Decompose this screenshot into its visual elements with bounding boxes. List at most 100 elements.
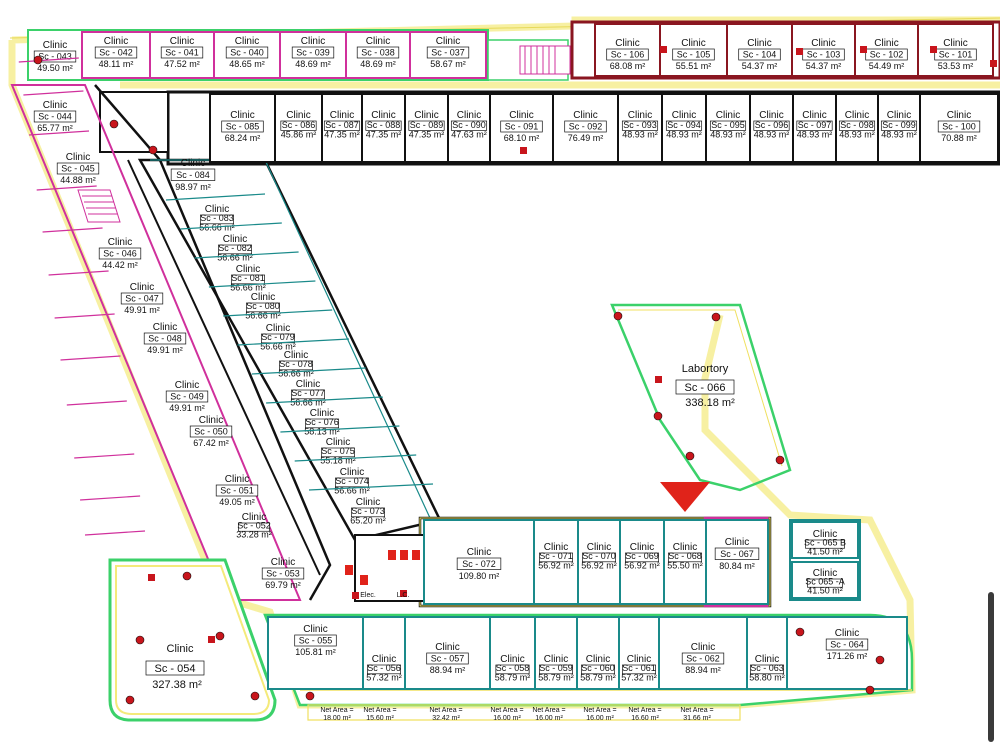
room-code: Sc - 105	[677, 50, 711, 60]
room-area: 88.94 m²	[685, 665, 721, 675]
room-code: Sc - 082	[218, 243, 252, 253]
room-code: Sc - 101	[939, 50, 973, 60]
room-code: Sc - 065 B	[804, 538, 846, 548]
room-label: Clinic	[587, 542, 611, 553]
room-code-box	[738, 48, 781, 61]
room-label: Clinic	[813, 529, 837, 540]
net-area-caption: Net Area =	[429, 707, 462, 714]
room-area: 67.42 m²	[193, 438, 229, 448]
room-area: 55.50 m²	[667, 560, 703, 570]
room-sc-066-laboratory[interactable]: Labortory Sc - 066 338.18 m²	[675, 363, 735, 409]
room-code: Sc - 098	[840, 120, 874, 130]
room-label: Clinic	[181, 158, 205, 169]
room-code-box	[160, 46, 204, 59]
room-sc-054[interactable]: Clinic Sc - 054 327.38 m²	[145, 643, 205, 691]
fixture-marker	[660, 46, 667, 53]
room-code: Sc - 069	[625, 551, 659, 561]
net-area-label: Net Area =16.60 m²	[628, 707, 661, 722]
vertical-scrollbar[interactable]	[988, 592, 994, 742]
room-outline	[726, 23, 793, 77]
room-code: Sc - 062	[686, 654, 720, 664]
room-area: 48.69 m²	[360, 59, 396, 69]
net-area-caption: Net Area =	[490, 707, 523, 714]
room-area: 56.66 m²	[278, 368, 314, 378]
room-label: Clinic	[544, 542, 568, 553]
column-marker	[613, 311, 623, 321]
room-label: Clinic	[356, 497, 380, 508]
room-code-box	[581, 664, 615, 675]
net-area-caption: Net Area =	[583, 707, 616, 714]
room-area: 58.79 m²	[495, 672, 531, 682]
room-area: 98.97 m²	[175, 182, 211, 192]
room-label: Clinic	[326, 437, 350, 448]
room-area: 65.20 m²	[350, 515, 386, 525]
